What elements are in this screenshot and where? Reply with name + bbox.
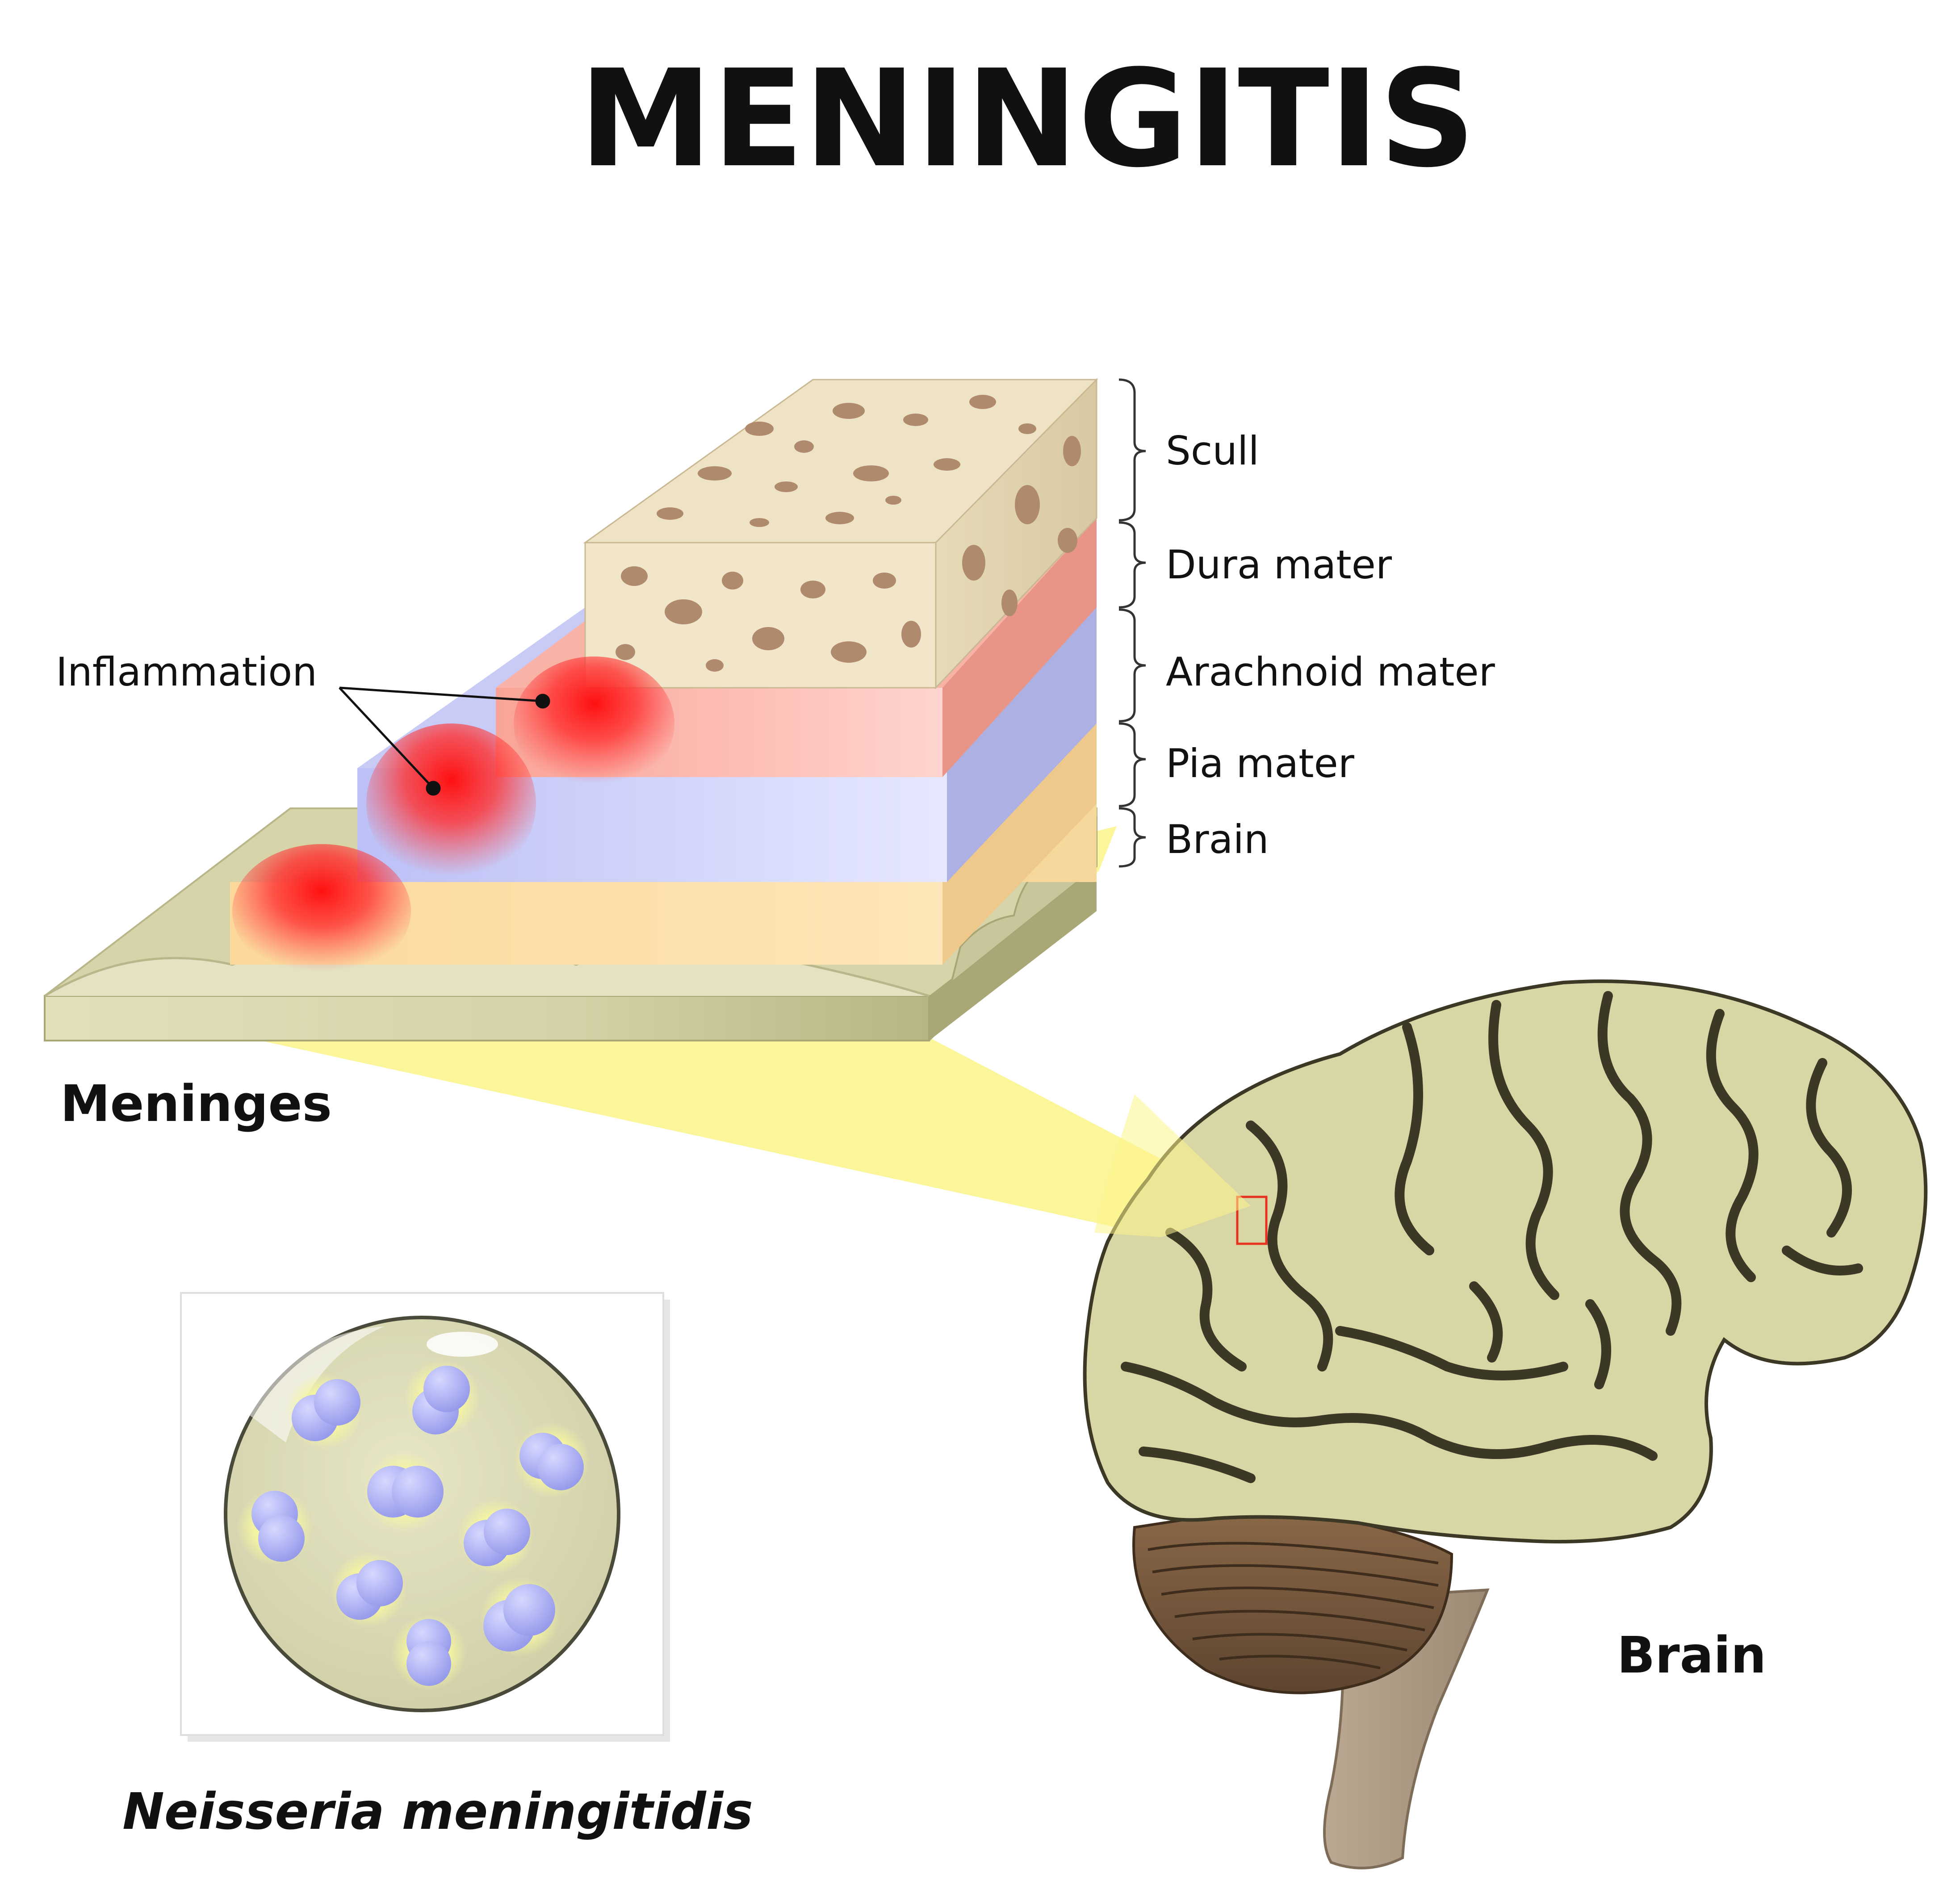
page-title: MENINGITIS xyxy=(579,41,1475,197)
inflammation-spot-pia xyxy=(232,844,411,978)
diplococcus xyxy=(514,1422,590,1498)
meninges-block: Inflammation xyxy=(44,378,1098,1041)
diplococcus xyxy=(391,1614,467,1690)
diplococcus xyxy=(331,1552,406,1628)
meninges-caption: Meninges xyxy=(60,1075,332,1133)
bracket-dura xyxy=(1118,521,1146,609)
bacteria-panel xyxy=(180,1292,670,1742)
diplococcus xyxy=(286,1373,362,1449)
layer-label-pia: Pia mater xyxy=(1166,740,1355,786)
diplococcus xyxy=(364,1451,444,1532)
skull-layer xyxy=(583,378,1098,690)
cerebellum xyxy=(1132,1508,1453,1694)
bracket-arachnoid xyxy=(1118,608,1146,723)
cerebrum xyxy=(1083,979,1928,1543)
petri-dish-highlight xyxy=(427,1332,498,1357)
bracket-brain xyxy=(1118,807,1146,868)
petri-dish-reflection xyxy=(250,1326,384,1443)
bacteria-caption: Neisseria meningitidis xyxy=(122,1783,753,1841)
inflammation-spot-dura xyxy=(514,656,674,790)
bacteria-colonies xyxy=(237,1360,590,1690)
layer-label-arachnoid: Arachnoid mater xyxy=(1166,649,1495,695)
layer-label-dura: Dura mater xyxy=(1166,542,1392,588)
inflammation-spots xyxy=(232,656,674,978)
layer-brackets xyxy=(1118,378,1146,868)
bracket-pia xyxy=(1118,722,1146,807)
diplococcus xyxy=(480,1576,561,1657)
brain-sulci xyxy=(1121,991,1863,1483)
layer-label-brain: Brain xyxy=(1166,816,1269,862)
zoom-region-marker xyxy=(1236,1196,1268,1245)
brain-illustration xyxy=(1083,979,1928,1869)
diplococcus xyxy=(237,1489,313,1565)
bone-pores xyxy=(616,395,1081,672)
bracket-skull xyxy=(1118,378,1146,522)
diplococcus xyxy=(404,1360,480,1436)
inflammation-leaders xyxy=(339,686,550,796)
inflammation-label: Inflammation xyxy=(56,649,317,695)
inflammation-spot-arachnoid xyxy=(366,723,536,884)
brain-caption: Brain xyxy=(1617,1627,1766,1685)
diplococcus xyxy=(458,1498,534,1574)
zoom-projection-overlay xyxy=(1094,1094,1251,1237)
layer-label-skull: Scull xyxy=(1166,428,1259,474)
